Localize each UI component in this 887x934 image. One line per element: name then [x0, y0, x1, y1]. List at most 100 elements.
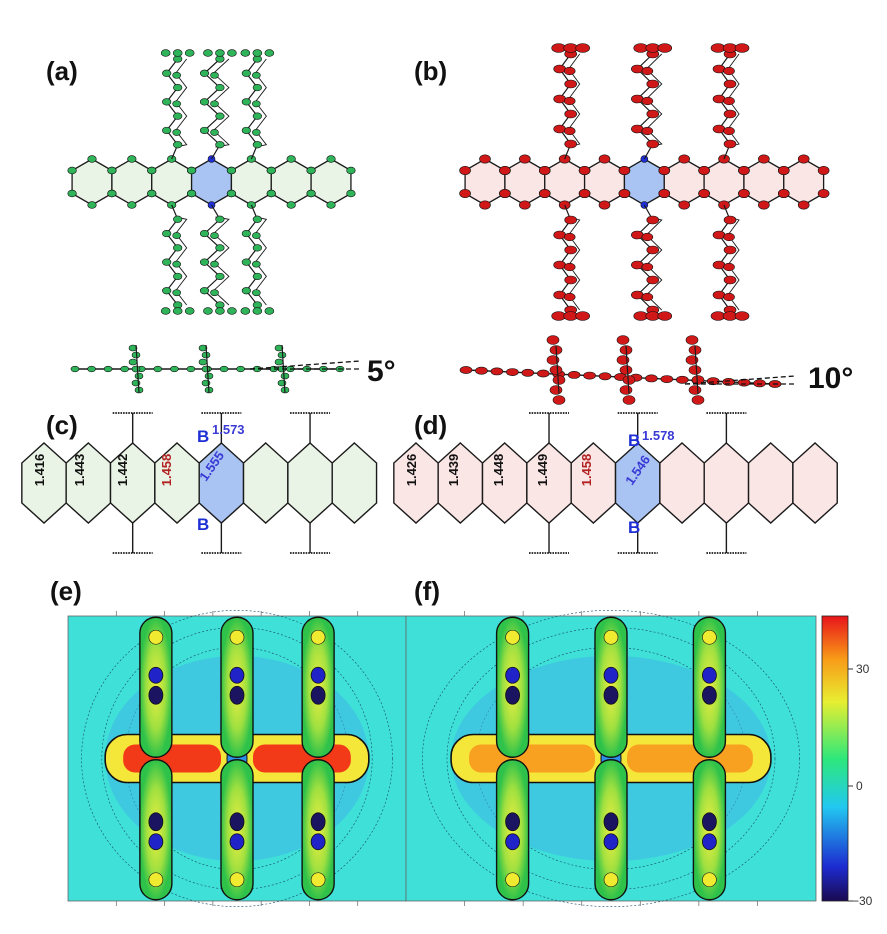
carbon-atom: [797, 154, 810, 164]
atom: [215, 272, 225, 281]
ring-9: [792, 442, 838, 524]
bond-length-c-1: 1.416: [32, 454, 47, 487]
atom: [564, 139, 577, 149]
atom: [646, 79, 660, 89]
atom: [199, 229, 210, 238]
carbon-atom: [817, 166, 830, 176]
atom: [172, 129, 181, 136]
atom: [549, 385, 563, 395]
ring-8: [783, 158, 825, 206]
atom: [252, 307, 263, 315]
atom: [553, 290, 566, 300]
atom: [252, 141, 262, 149]
atom: [641, 232, 654, 242]
atom: [240, 49, 251, 57]
carbon-atom: [777, 189, 790, 199]
atom: [103, 365, 113, 373]
atom: [153, 365, 163, 373]
carbon-atom: [538, 189, 551, 199]
carbon-atom: [678, 154, 690, 164]
atom: [723, 292, 735, 302]
panel-label-d: (d): [414, 410, 447, 440]
carbon-atom: [738, 166, 750, 176]
atom: [201, 365, 211, 373]
boron-top-d: B: [628, 431, 640, 450]
atom: [598, 372, 612, 381]
carbon-atom: [107, 189, 117, 198]
atom: [459, 366, 473, 374]
carbon-atom: [738, 189, 750, 199]
atom: [198, 344, 208, 352]
atom: [252, 232, 261, 239]
atom: [646, 245, 660, 255]
carbon-atom: [67, 166, 77, 175]
bond-length-d-4: 1.449: [535, 454, 550, 487]
atom: [162, 229, 172, 238]
carbon-atom: [326, 155, 336, 163]
atom: [170, 365, 179, 373]
atom: [210, 71, 219, 79]
bond-length-c-4: 1.458: [159, 454, 174, 487]
atom: [734, 311, 750, 321]
carbon-atom: [346, 189, 356, 198]
atom: [553, 64, 566, 74]
carbon-atom: [618, 189, 631, 199]
atom: [252, 129, 261, 136]
atom: [162, 258, 172, 266]
carbon-atom: [147, 166, 157, 175]
panel-label-f: (f): [414, 576, 440, 606]
boron-bottom-d: B: [628, 518, 640, 537]
atom: [521, 368, 535, 377]
carbon-atom: [698, 166, 710, 176]
atom: [723, 262, 735, 272]
atom: [563, 66, 576, 76]
carbon-atom: [618, 166, 631, 176]
atom: [162, 287, 172, 295]
atom: [215, 49, 225, 57]
atom: [645, 374, 658, 383]
atom: [210, 260, 219, 268]
ring-7: [703, 442, 750, 524]
carbon-atom: [186, 189, 197, 198]
atom: [215, 83, 225, 92]
atom: [641, 126, 654, 136]
atom: [753, 379, 766, 388]
atom: [274, 344, 284, 352]
bond-length-diagram-c: [21, 412, 378, 554]
substituent-arm: [568, 216, 581, 311]
carbon-atom: [459, 166, 471, 176]
atom: [712, 64, 726, 74]
ring-6: [310, 158, 352, 206]
atom: [215, 215, 225, 223]
atom: [128, 358, 138, 366]
atom: [172, 100, 181, 108]
carbon-atom: [598, 200, 611, 210]
carbon-atom: [658, 166, 671, 176]
atom: [583, 371, 596, 380]
atom: [712, 230, 726, 240]
panel-label-c: (c): [46, 410, 78, 440]
atom: [553, 230, 566, 240]
atom: [657, 311, 673, 321]
ring-6: [287, 442, 333, 524]
atom: [252, 100, 261, 108]
carbon-atom: [286, 155, 296, 163]
atom: [552, 375, 566, 385]
atom: [252, 215, 262, 223]
atom: [172, 232, 181, 239]
atom: [252, 244, 262, 252]
carbon-atom: [127, 155, 137, 163]
atom: [631, 290, 644, 300]
atom: [252, 83, 262, 92]
atom: [564, 215, 577, 225]
atom: [128, 344, 138, 352]
atom: [172, 260, 181, 268]
atom: [173, 83, 183, 92]
atom: [631, 230, 644, 240]
carbon-atom: [658, 189, 671, 199]
carbon-atom: [147, 189, 157, 198]
atom: [575, 311, 590, 321]
contour-map-e: [67, 609, 407, 907]
atom: [641, 96, 654, 106]
